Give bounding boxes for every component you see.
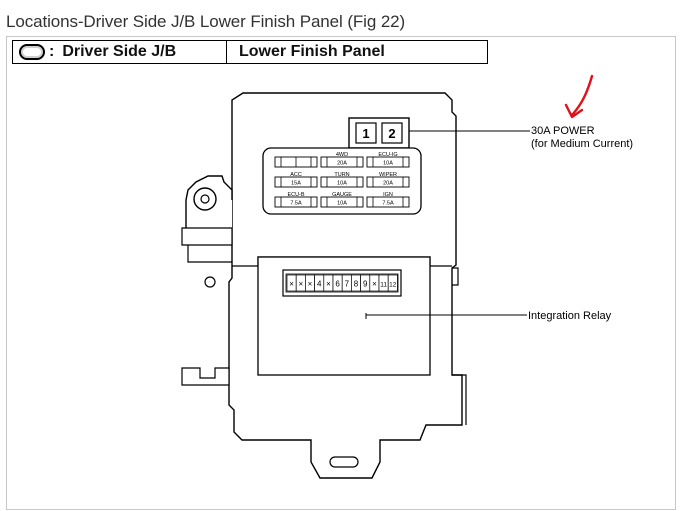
fuse-slot: ECU-B 7.5A [274,192,318,208]
relay-socket-1 [355,122,377,144]
fuse-slot: 4WD 20A [320,152,364,168]
fuse-name-label: ECU-IG [378,152,397,158]
location-name: Lower Finish Panel [239,43,385,60]
bracket-plate [181,227,233,246]
fuse-box [274,176,318,188]
fuse-name-label: 4WD [336,152,348,158]
connector-pin: × [286,274,297,292]
small-hole [204,276,216,288]
power-callout-subtitle: (for Medium Current) [531,138,633,150]
fuse-rating: 10A [383,161,393,167]
connector-pin: 12 [387,274,398,292]
figure-frame [6,36,676,510]
connector-pin: 4 [314,274,325,292]
fuse-box [366,196,410,208]
connector-pin: 9 [360,274,371,292]
page-title: Locations-Driver Side J/B Lower Finish P… [6,12,406,31]
relay-block: 1 2 [348,117,410,149]
connector-pin: 11 [378,274,389,292]
connector-name: Driver Side J/B [62,43,177,60]
header-colon: : [49,43,55,60]
fuse-rating: 10A [337,181,347,187]
power-callout-title: 30A POWER [531,125,595,137]
pin-number: × [372,280,377,289]
fuse-name-label: ECU-B [287,192,304,198]
pin-number: × [308,280,313,289]
fuse-rating: 15A [291,181,301,187]
fuse-slot: IGN 7.5A [366,192,410,208]
side-tab [452,374,467,425]
fuse-rating: 20A [383,181,393,187]
connector-pin: × [323,274,334,292]
fuse-name-label: ACC [290,172,302,178]
pin-number: × [298,280,303,289]
fuse-box [320,156,364,168]
fuse-slot: WIPER 20A [366,172,410,188]
fuse-rating: 10A [337,201,347,207]
pin-number: 7 [345,280,350,289]
pin-number: 11 [380,282,387,289]
bracket-arm [187,245,232,263]
fuse-box [366,156,410,168]
fuse-name-label: TURN [334,172,349,178]
pin-number: 9 [363,280,368,289]
fuse-slot: TURN 10A [320,172,364,188]
connector-pin: 8 [351,274,361,292]
pin-number: 4 [317,280,322,289]
annotation-arrow-icon [564,74,594,119]
fuse-rating: 7.5A [290,201,302,207]
pin-cell [387,274,398,292]
fuse-slot: GAUGE 10A [320,192,364,208]
bracket-lower [181,367,230,386]
connector-pin: × [369,274,380,292]
fuse-name-label: WIPER [379,172,397,178]
pin-number: 12 [389,282,397,289]
pin-number: 8 [354,280,359,289]
connector-cell: : Driver Side J/B [13,41,227,63]
fuse-slot: ECU-IG 10A [366,152,410,168]
connector-pin: × [305,274,315,292]
mounting-hole-inner [200,194,210,204]
pin-number: × [289,280,294,289]
connector-pin: 6 [332,274,343,292]
fuse-name-label: IGN [383,192,393,198]
fuse-group: 4WD 20A ECU-IG 10A ACC 15A TURN 10A WIPER 20A ECU-… [274,152,410,208]
relay-callout: Integration Relay [528,310,612,322]
fuse-box [366,176,410,188]
fuse-rating: 7.5A [382,201,394,207]
fuse-slot: ACC 15A [274,172,318,188]
connector-symbol-icon [19,44,45,60]
connector-location-header: : Driver Side J/B Lower Finish Panel [12,40,488,64]
fuse-rating: 20A [337,161,347,167]
side-tab [452,267,459,286]
fuse-name-label: GAUGE [332,192,352,198]
connector-pin: × [295,274,306,292]
location-cell: Lower Finish Panel [227,41,487,63]
relay-socket-2-label: 2 [388,126,395,141]
fuse-box [320,176,364,188]
relay-socket-2 [381,122,403,144]
fuse-slot [274,156,318,168]
fuse-box [320,196,364,208]
fuse-box [274,196,318,208]
relay-socket-1-label: 1 [362,126,369,141]
mounting-slot [329,456,359,468]
pin-number: 6 [335,280,340,289]
connector-pin: 7 [341,274,352,292]
pin-number: × [326,280,331,289]
